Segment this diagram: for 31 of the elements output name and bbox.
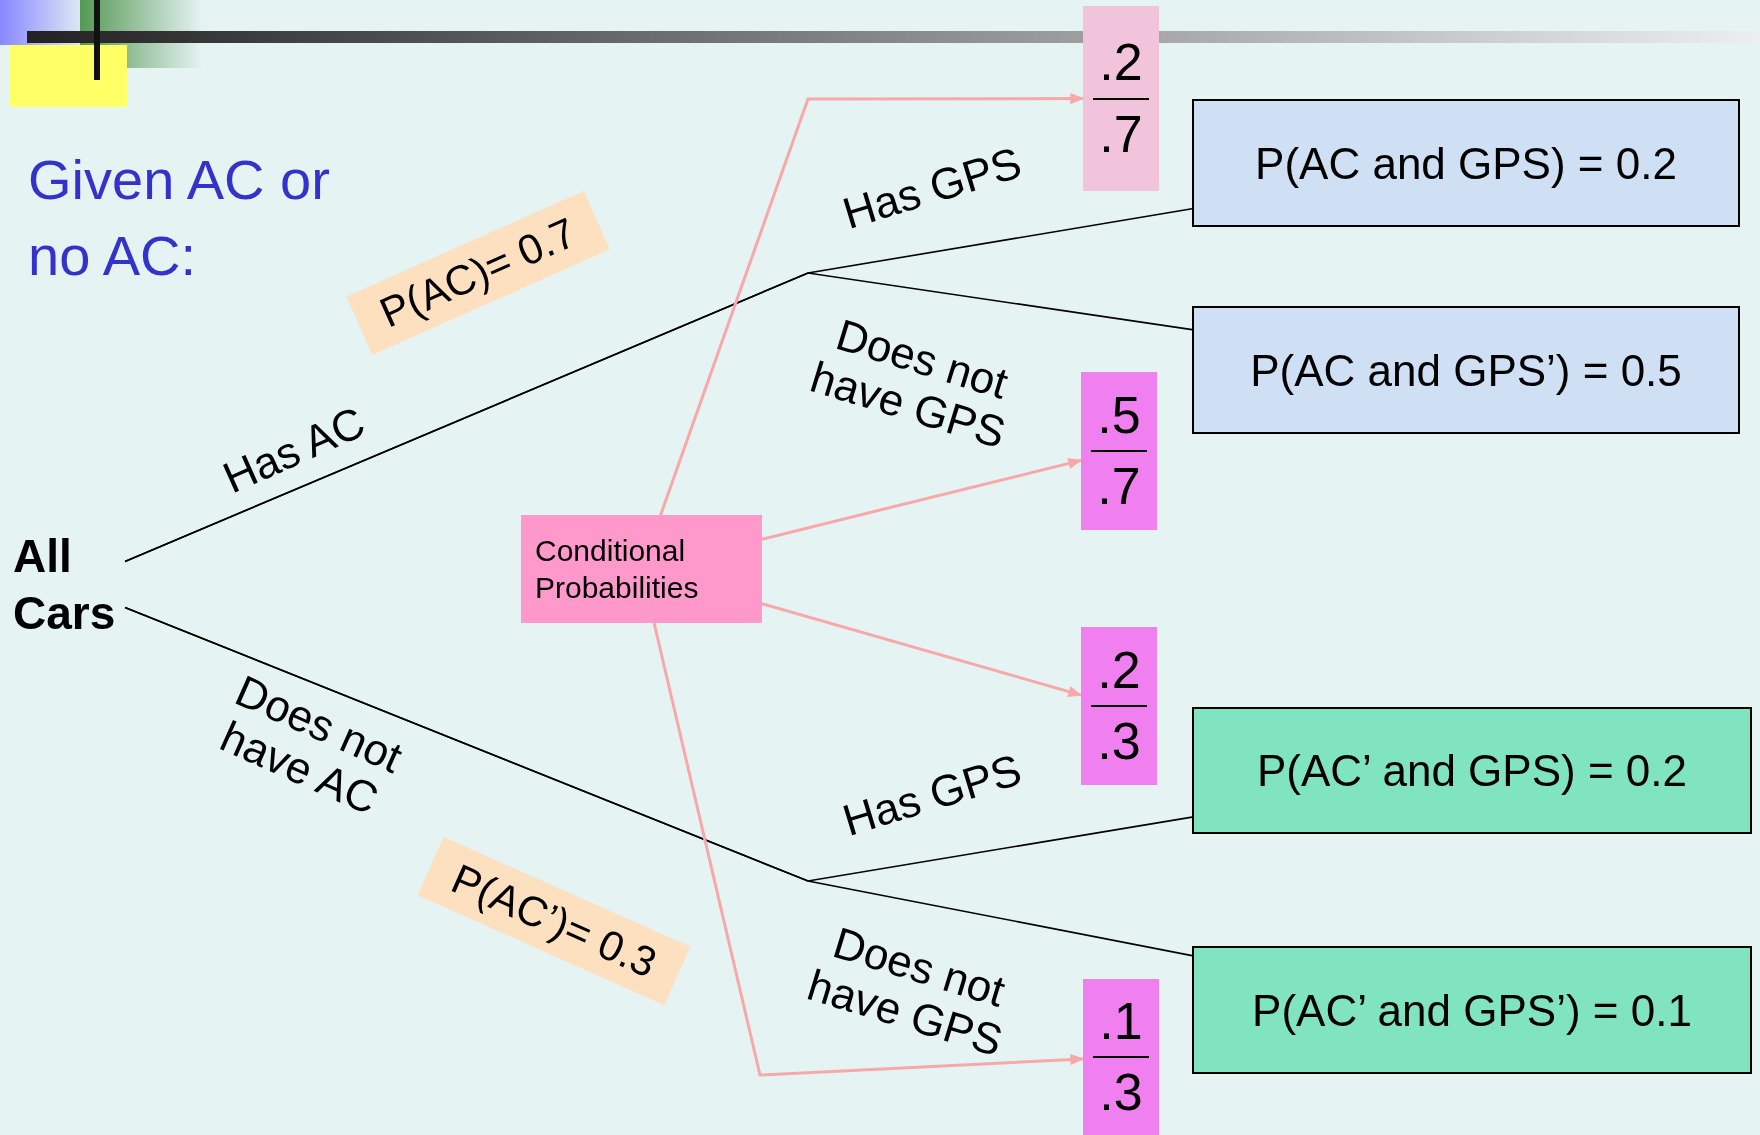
denominator: .7 (1099, 105, 1143, 163)
arrow (761, 458, 1083, 541)
outcome-box: P(AC and GPS’) = 0.5 (1192, 306, 1740, 434)
root-label: All Cars (13, 525, 125, 645)
numerator: .1 (1099, 992, 1143, 1050)
branch-label: Does not have GPS (804, 307, 1015, 460)
denominator: .3 (1097, 713, 1141, 771)
title: Given AC or no AC: (28, 147, 331, 289)
branch-label: Does not have AC (212, 663, 411, 826)
fraction-box (1081, 372, 1157, 530)
fraction-box (1083, 6, 1159, 191)
numerator: .2 (1097, 641, 1141, 699)
outcome-box: P(AC’ and GPS) = 0.2 (1192, 707, 1752, 834)
branch-label: Has AC (214, 395, 373, 505)
fraction-box (1081, 627, 1157, 785)
branch-label: Has GPS (835, 136, 1028, 240)
numerator: .2 (1099, 34, 1143, 92)
arrow (659, 93, 1085, 516)
callout-box: Conditional Probabilities (521, 515, 762, 623)
branch-label: Has GPS (835, 743, 1028, 847)
denominator: .7 (1097, 458, 1141, 516)
numerator: .5 (1097, 386, 1141, 444)
arrow (652, 622, 1085, 1077)
denominator: .3 (1099, 1064, 1143, 1122)
branch-line (124, 272, 1193, 563)
fraction-box (1083, 979, 1159, 1135)
branch-label: Does not have GPS (801, 915, 1012, 1068)
outcome-box: P(AC’ and GPS’) = 0.1 (1192, 946, 1752, 1074)
outcome-box: P(AC and GPS) = 0.2 (1192, 99, 1740, 227)
branch-line (124, 606, 1193, 957)
arrow (761, 602, 1083, 697)
